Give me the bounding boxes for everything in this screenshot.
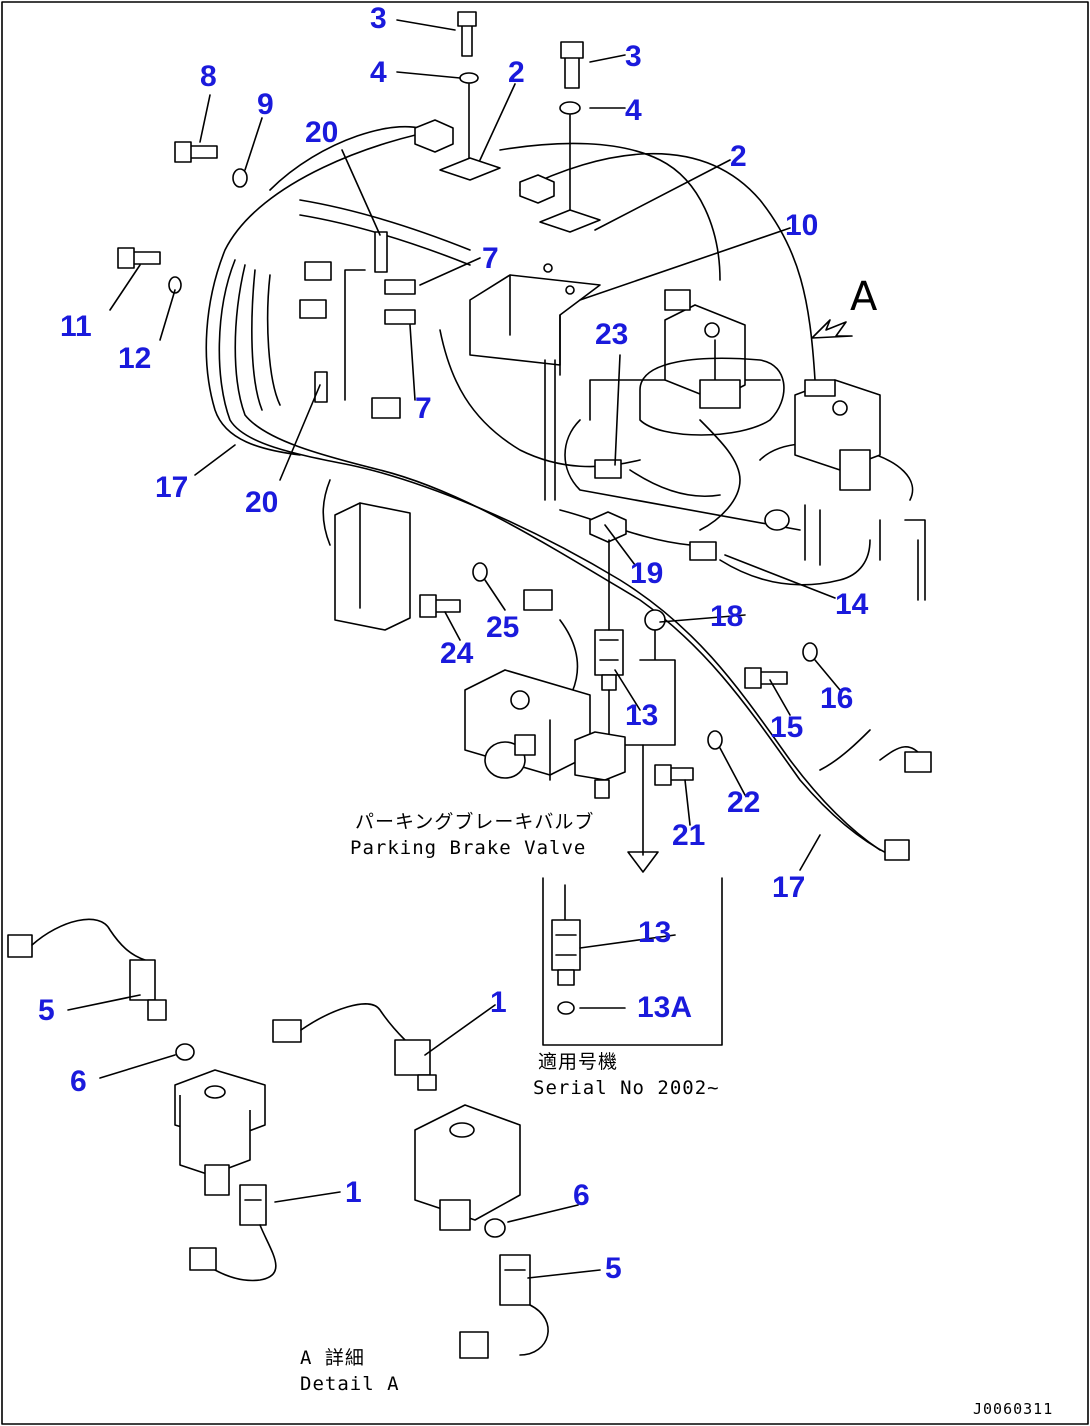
callout-6b: 6 [573,1179,590,1212]
serial-en-caption: Serial No 2002~ [533,1077,720,1099]
callout-13A: 13A [637,991,692,1024]
callout-23: 23 [595,318,628,351]
callout-22: 22 [727,786,760,819]
callout-17b: 17 [772,871,805,904]
callout-14: 14 [835,588,869,621]
callout-7b: 7 [415,392,432,425]
callout-21: 21 [672,819,705,852]
callout-2a: 2 [508,56,525,89]
callout-3b: 3 [625,40,642,73]
serial-jp-caption: 適用号機 [538,1051,618,1073]
drawing-code: J0060311 [973,1400,1053,1418]
callout-6a: 6 [70,1065,87,1098]
callout-16: 16 [820,682,853,715]
callout-3a: 3 [370,2,387,35]
callout-2b: 2 [730,140,747,173]
parking-valve-jp-caption: パーキングブレーキバルブ [355,810,594,833]
detail-a-view [7,918,549,1359]
callout-4a: 4 [370,56,387,89]
callout-17a: 17 [155,471,188,504]
view-marker-a: A [850,274,878,320]
callout-5a: 5 [38,994,55,1027]
detail-jp-caption: A 詳細 [300,1347,365,1369]
callout-5b: 5 [605,1252,622,1285]
callout-9: 9 [257,88,274,121]
callout-19: 19 [630,557,663,590]
serial-inset [542,877,723,1046]
detail-en-caption: Detail A [300,1373,400,1395]
parking-valve-en-caption: Parking Brake Valve [350,837,586,859]
callout-13b: 13 [638,916,671,949]
callout-1b: 1 [345,1176,362,1209]
callout-13a: 13 [625,699,658,732]
callout-24: 24 [440,637,474,670]
leader-lines [67,19,841,1279]
callout-25: 25 [486,611,519,644]
callout-1a: 1 [490,986,507,1019]
callout-18: 18 [710,600,743,633]
captions: パーキングブレーキバルブ Parking Brake Valve 適用号機 Se… [300,810,1053,1418]
callout-15: 15 [770,711,803,744]
callout-7a: 7 [482,242,499,275]
callout-8: 8 [200,60,217,93]
callout-labels: 3 3 4 4 2 2 8 9 20 10 7 7 11 12 17 20 23… [38,2,869,1285]
callout-20a: 20 [305,116,338,149]
main-assembly [117,11,932,873]
callout-10: 10 [785,209,818,242]
callout-11: 11 [60,310,92,343]
callout-12: 12 [118,342,151,375]
callout-4b: 4 [625,94,642,127]
callout-20b: 20 [245,486,278,519]
